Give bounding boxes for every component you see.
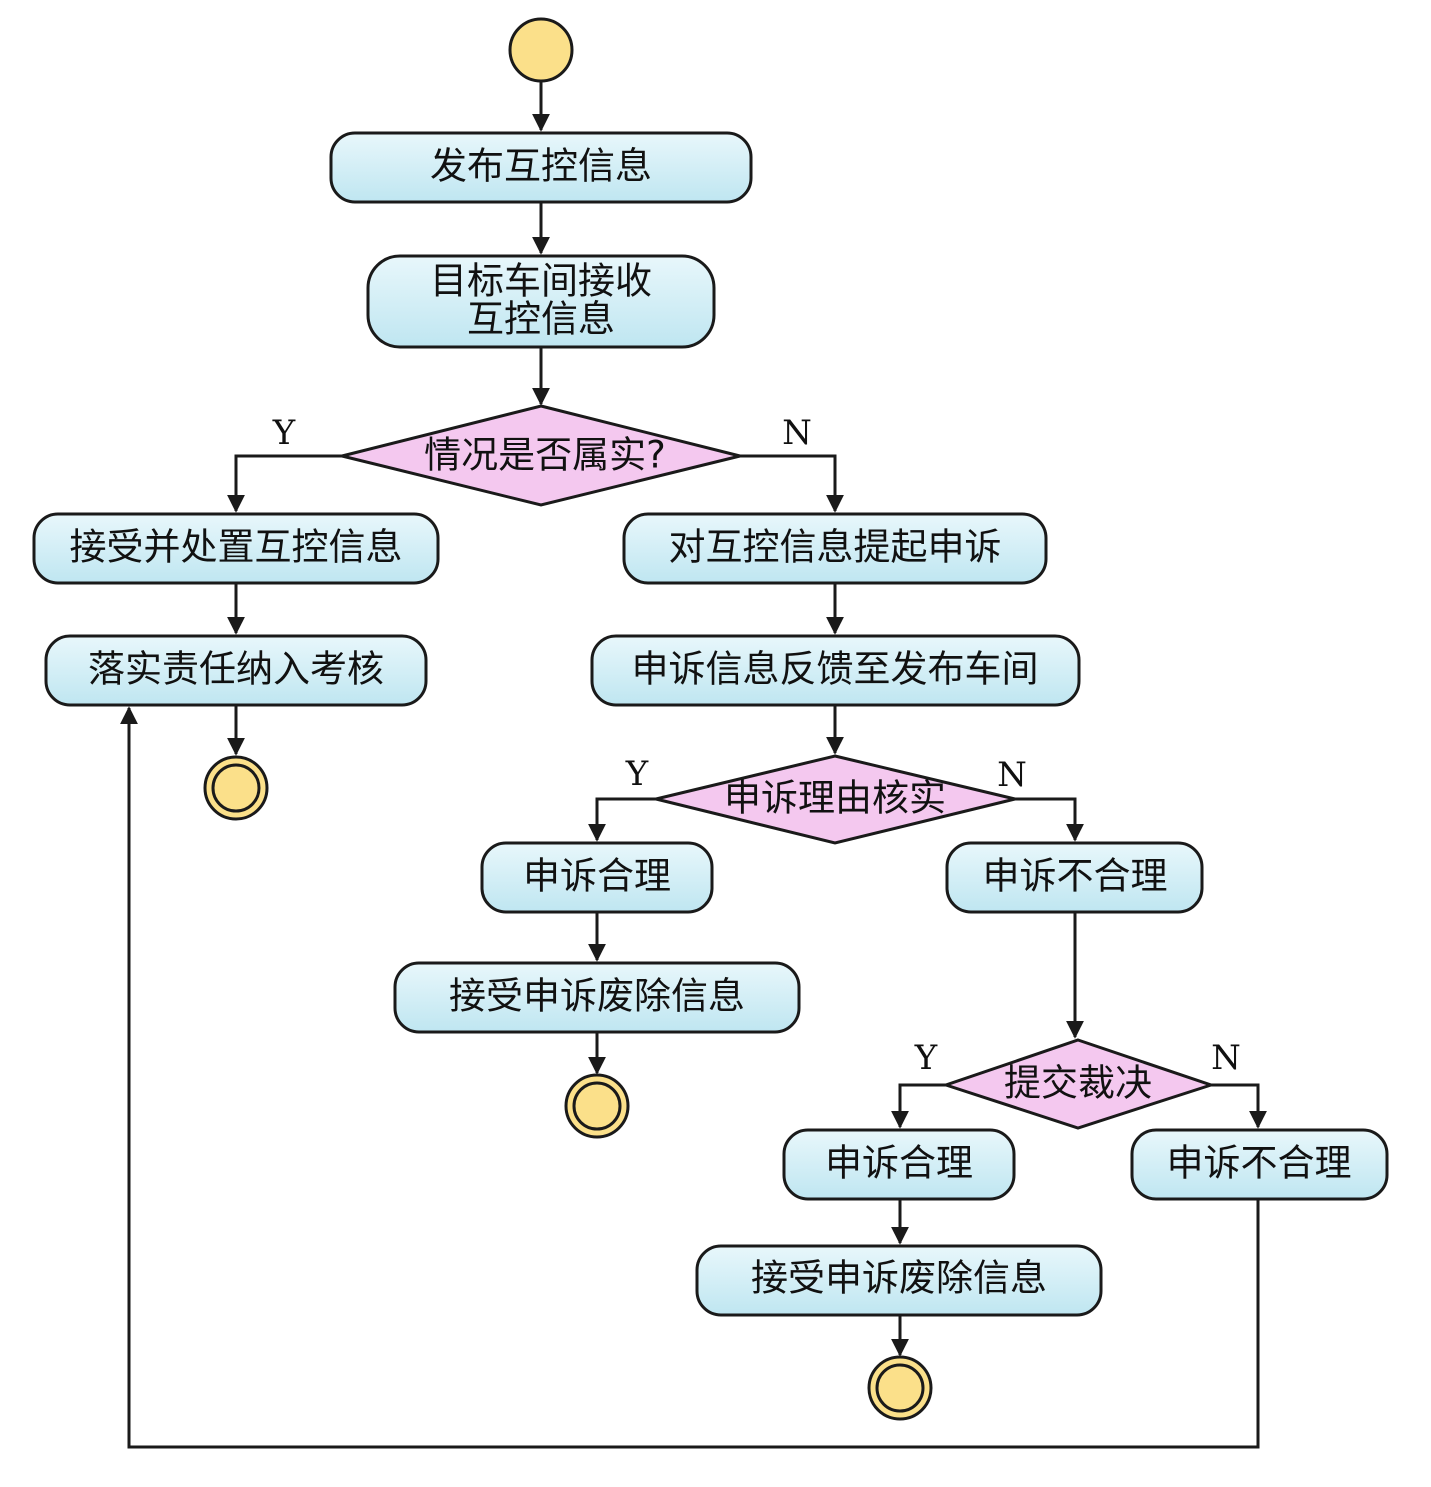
branch-label-check-no: N [782, 413, 812, 453]
node-appeal-valid-2: 申诉合理 [782, 1128, 1016, 1201]
node-accept-cancel-2-label: 接受申诉废除信息 [751, 1257, 1047, 1300]
decision-verify-reason-label: 申诉理由核实 [724, 777, 946, 820]
node-accept-handle-label: 接受并处置互控信息 [70, 526, 403, 569]
node-publish: 发布互控信息 [329, 131, 753, 204]
edge-submit-no [1211, 1083, 1267, 1129]
edge-check-yes [227, 454, 342, 513]
branch-label-verify-no: N [997, 755, 1027, 795]
edge-check-no [740, 454, 844, 513]
node-publish-label: 发布互控信息 [430, 145, 652, 188]
node-accept-cancel-1: 接受申诉废除信息 [393, 961, 801, 1034]
node-responsibility-label: 落实责任纳入考核 [88, 648, 384, 691]
decision-check-fact: 情况是否属实? [341, 404, 741, 507]
node-appeal: 对互控信息提起申诉 [622, 512, 1048, 585]
edge-verify-yes [588, 797, 656, 842]
edge-invalid2-to-responsibility [120, 706, 1260, 1449]
node-receive-label-line1: 目标车间接收 [430, 260, 652, 303]
node-appeal-valid-1: 申诉合理 [480, 841, 714, 914]
decision-submit-ruling: 提交裁决 [941, 1038, 1216, 1130]
node-feedback-label: 申诉信息反馈至发布车间 [632, 648, 1039, 691]
node-appeal-invalid-2-label: 申诉不合理 [1167, 1142, 1352, 1185]
decision-check-fact-label: 情况是否属实? [424, 434, 666, 477]
edge-submit-yes [891, 1083, 946, 1129]
node-appeal-invalid-1: 申诉不合理 [945, 841, 1204, 914]
end-node-2 [564, 1073, 630, 1139]
edges [120, 82, 1267, 1449]
node-appeal-invalid-2: 申诉不合理 [1130, 1128, 1389, 1201]
start-node [508, 17, 574, 83]
node-receive: 目标车间接收 互控信息 [366, 254, 716, 349]
node-accept-handle: 接受并处置互控信息 [32, 512, 440, 585]
branch-label-verify-yes: Y [625, 754, 649, 794]
node-feedback: 申诉信息反馈至发布车间 [590, 634, 1081, 707]
branch-label-check-yes: Y [272, 413, 296, 453]
node-receive-label-line2: 互控信息 [467, 298, 615, 341]
end-node-3 [867, 1355, 933, 1421]
branch-label-submit-no: N [1211, 1038, 1241, 1078]
node-appeal-valid-2-label: 申诉合理 [825, 1142, 973, 1185]
branch-label-submit-yes: Y [914, 1038, 938, 1078]
decision-verify-reason: 申诉理由核实 [655, 754, 1016, 845]
node-accept-cancel-1-label: 接受申诉废除信息 [449, 975, 745, 1018]
node-appeal-label: 对互控信息提起申诉 [669, 526, 1002, 569]
node-accept-cancel-2: 接受申诉废除信息 [695, 1244, 1103, 1317]
edge-verify-no [1015, 797, 1084, 842]
node-responsibility: 落实责任纳入考核 [44, 634, 428, 707]
end-node-1 [203, 755, 269, 821]
decision-submit-ruling-label: 提交裁决 [1004, 1062, 1152, 1105]
node-appeal-invalid-1-label: 申诉不合理 [983, 855, 1168, 898]
node-appeal-valid-1-label: 申诉合理 [523, 855, 671, 898]
